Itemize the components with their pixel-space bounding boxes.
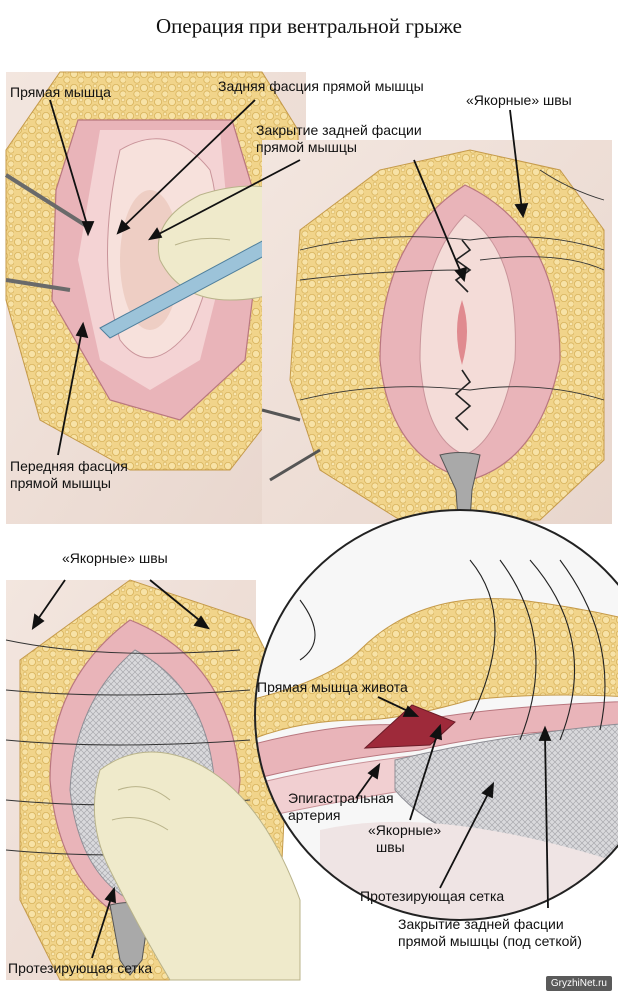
label-rectus-abdominis: Прямая мышца живота	[257, 679, 408, 695]
panel-mesh-left	[5, 579, 301, 981]
label-epigastric-1: Эпигастральная	[288, 790, 394, 806]
label-epigastric-2: артерия	[288, 807, 341, 823]
panel-closure-right	[261, 140, 612, 524]
watermark: GryzhiNet.ru	[545, 976, 612, 991]
label-closure-posterior-2: прямой мышцы	[256, 139, 357, 155]
label-closure-under-mesh-1: Закрытие задней фасции	[398, 916, 564, 932]
label-anterior-fascia-1: Передняя фасция	[10, 458, 128, 474]
label-posterior-fascia: Задняя фасция прямой мышцы	[218, 78, 424, 94]
page-title: Операция при вентральной грыже	[155, 14, 462, 38]
label-closure-posterior-1: Закрытие задней фасции	[256, 122, 422, 138]
label-prosthetic-mesh-right: Протезирующая сетка	[360, 888, 505, 904]
label-rectus-muscle: Прямая мышца	[10, 84, 111, 100]
magnified-detail	[254, 509, 618, 921]
label-prosthetic-mesh-left: Протезирующая сетка	[8, 960, 153, 976]
label-anchor-sutures-top: «Якорные» швы	[466, 92, 572, 108]
label-anchor-small-2: швы	[376, 839, 405, 855]
panel-incision-left	[4, 71, 329, 524]
label-closure-under-mesh-2: прямой мышцы (под сеткой)	[398, 933, 582, 949]
label-anchor-sutures-bottom: «Якорные» швы	[62, 550, 168, 566]
label-anterior-fascia-2: прямой мышцы	[10, 475, 111, 491]
leader-lines	[31, 99, 552, 959]
label-anchor-small-1: «Якорные»	[368, 822, 442, 838]
